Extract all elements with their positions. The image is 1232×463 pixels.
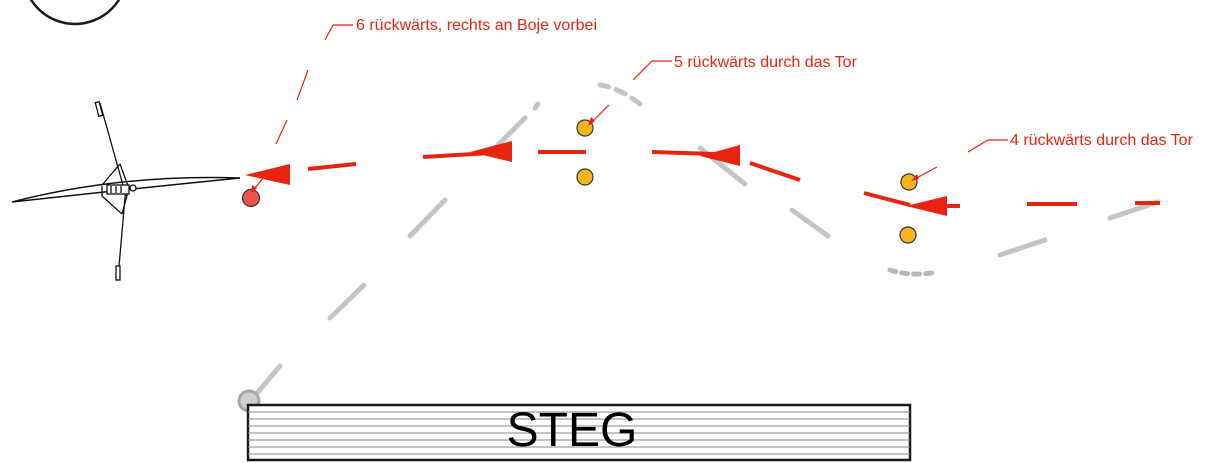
annotation-step5: 5 rückwärts durch das Tor bbox=[588, 54, 858, 126]
gray-previous-path bbox=[255, 82, 1161, 395]
dock-steg: STEG bbox=[246, 403, 912, 462]
buoy-gate5-bottom bbox=[576, 168, 594, 186]
annotation-step5-text: 5 rückwärts durch das Tor bbox=[674, 54, 858, 71]
dock-label: STEG bbox=[507, 404, 638, 457]
annotation-step6: 6 rückwärts, rechts an Boje vorbei bbox=[251, 17, 597, 193]
compass-circle-icon bbox=[29, 0, 121, 26]
annotation-step4-text: 4 rückwärts durch das Tor bbox=[1010, 132, 1194, 149]
annotation-step4: 4 rückwärts durch das Tor bbox=[911, 132, 1194, 181]
buoy-red bbox=[241, 188, 261, 208]
red-route-arrowheads bbox=[245, 141, 947, 216]
buoy-gate4-bottom bbox=[899, 226, 917, 244]
rowing-boat-icon bbox=[11, 100, 241, 281]
buoy-gate4-top bbox=[900, 173, 918, 191]
annotation-step6-text: 6 rückwärts, rechts an Boje vorbei bbox=[356, 17, 597, 34]
